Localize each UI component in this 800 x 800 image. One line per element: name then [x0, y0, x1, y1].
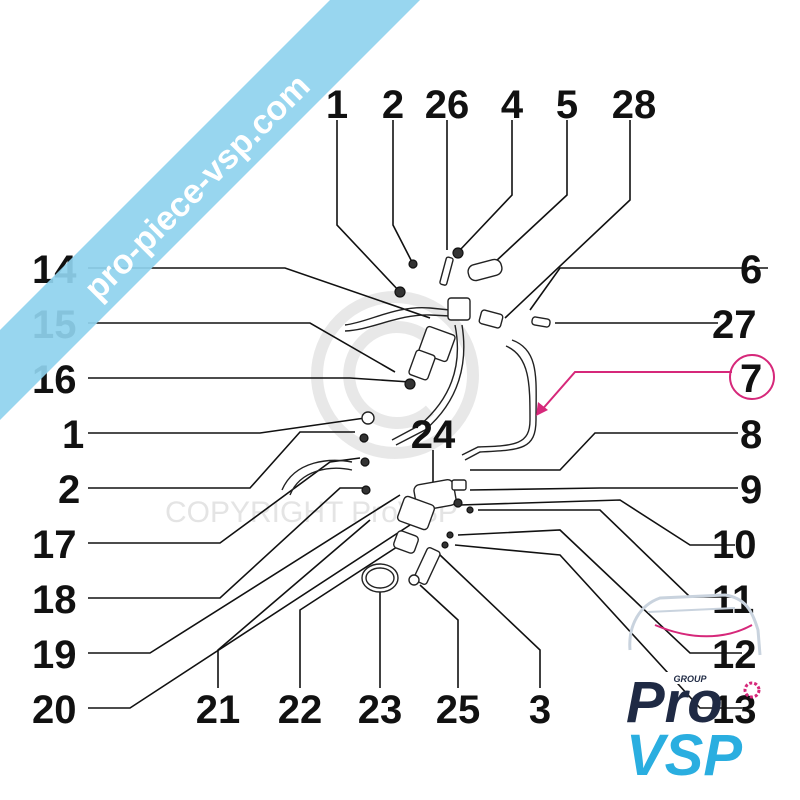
callout-9: 9 — [740, 468, 762, 512]
banner-text: pro-piece-vsp.com — [77, 67, 318, 308]
callout-6: 6 — [740, 248, 762, 292]
logo-group: GROUP — [673, 674, 707, 684]
car-outline-icon — [628, 593, 762, 656]
callout-28: 28 — [612, 83, 657, 127]
callout-20: 20 — [32, 688, 77, 732]
callout-11: 11 — [712, 578, 754, 622]
logo-vsp: VSP — [626, 723, 742, 788]
gear-icon — [743, 681, 761, 699]
highlight-7 — [536, 354, 775, 416]
callout-13: 13 — [712, 688, 757, 732]
pipe-7 — [464, 339, 537, 461]
callout-1-left: 1 — [62, 413, 84, 457]
callout-17: 17 — [32, 523, 77, 567]
provsp-logo: GROUP Pro VSP — [626, 593, 762, 788]
callout-21: 21 — [196, 688, 241, 732]
highlight-circle — [729, 354, 775, 400]
callout-23: 23 — [358, 688, 403, 732]
callout-4: 4 — [501, 83, 524, 127]
callout-numbers: 1 2 26 4 5 28 14 15 16 1 2 17 18 19 20 6… — [32, 83, 762, 732]
callout-5: 5 — [556, 83, 578, 127]
callout-2-top: 2 — [382, 83, 404, 127]
callout-18: 18 — [32, 578, 77, 622]
callout-10: 10 — [712, 523, 757, 567]
callout-26: 26 — [425, 83, 470, 127]
callout-27: 27 — [712, 303, 757, 347]
callout-22: 22 — [278, 688, 323, 732]
leader-lines — [88, 120, 768, 709]
callout-8: 8 — [740, 413, 762, 457]
callout-12: 12 — [712, 633, 757, 677]
logo-pro: Pro — [626, 670, 723, 735]
callout-19: 19 — [32, 633, 77, 677]
callout-1-top: 1 — [326, 83, 348, 127]
parts — [281, 247, 551, 593]
callout-7: 7 — [740, 357, 762, 401]
callout-3: 3 — [529, 688, 551, 732]
callout-25: 25 — [436, 688, 481, 732]
highlight-arrow — [539, 371, 732, 413]
callout-2-left: 2 — [58, 468, 80, 512]
callout-24: 24 — [411, 413, 456, 457]
